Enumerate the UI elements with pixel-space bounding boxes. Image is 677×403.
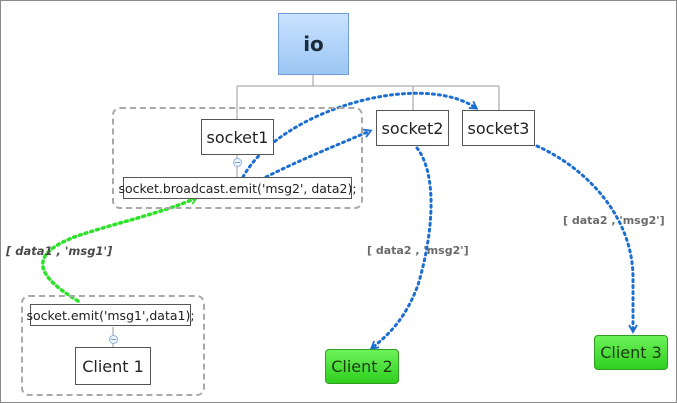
- io-label: io: [303, 32, 324, 56]
- client1-group: [21, 295, 205, 396]
- socket1-node[interactable]: socket1: [201, 119, 274, 155]
- client1-node[interactable]: Client 1: [75, 347, 151, 385]
- collapse-toggle-icon[interactable]: [233, 158, 242, 167]
- socket1-label: socket1: [206, 127, 269, 147]
- socket2-label: socket2: [381, 118, 444, 138]
- client3-node[interactable]: Client 3: [594, 335, 668, 370]
- client2-label: Client 2: [331, 357, 393, 376]
- socket3-node[interactable]: socket3: [462, 110, 535, 146]
- server-socket-group: [112, 107, 363, 209]
- tree-connector: [236, 75, 500, 119]
- edge-label-client-to-server: [ data1 , 'msg1']: [6, 244, 113, 258]
- arrow-to-client3: [535, 144, 638, 334]
- emit-arrow: [41, 195, 199, 303]
- socket2-node[interactable]: socket2: [376, 110, 449, 146]
- socket3-label: socket3: [467, 118, 530, 138]
- client3-label: Client 3: [600, 343, 662, 362]
- io-node[interactable]: io: [278, 13, 349, 75]
- edge-label-to-client3: [ data2 , 'msg2']: [563, 214, 665, 227]
- arrow-to-client2: [369, 146, 433, 350]
- broadcast-code-node[interactable]: socket.broadcast.emit('msg2', data2);: [118, 177, 357, 199]
- broadcast-arrow-socket2: [264, 128, 373, 179]
- client-emit-code-node[interactable]: socket.emit('msg1',data1);: [26, 304, 195, 326]
- client2-node[interactable]: Client 2: [325, 349, 399, 384]
- broadcast-code-text: socket.broadcast.emit('msg2', data2);: [118, 180, 357, 196]
- client1-label: Client 1: [82, 356, 144, 376]
- edge-label-to-client2: [ data2 , 'msg2']: [367, 244, 469, 257]
- client-emit-code-text: socket.emit('msg1',data1);: [26, 307, 195, 323]
- collapse-toggle-icon[interactable]: [109, 335, 118, 344]
